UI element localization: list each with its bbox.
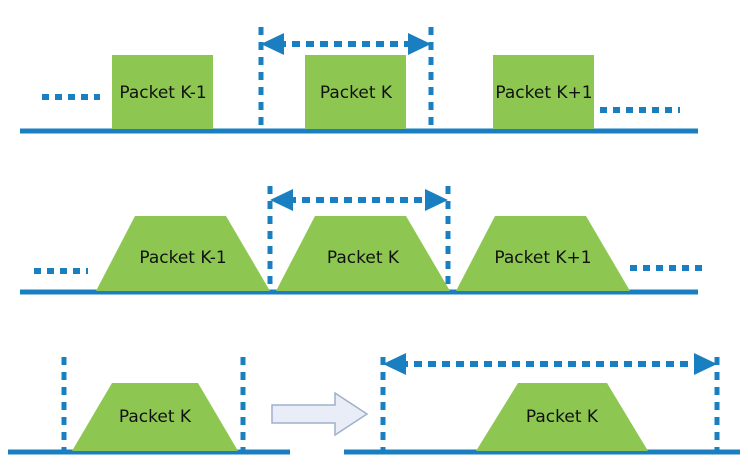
row1-packet-shape-1 (305, 55, 406, 129)
row1-measure-arrow-head-right (408, 33, 431, 55)
row1-packet-label-2: Packet K+1 (495, 83, 592, 103)
row1-packet-shape-0 (112, 55, 213, 129)
row2-measure-arrow (270, 189, 448, 211)
row3-right-measure-arrow (383, 353, 717, 375)
right-arrow-icon (271, 391, 369, 437)
row3-left-group: Packet K (8, 357, 290, 455)
row2-packet-label-2: Packet K+1 (494, 248, 591, 268)
row2-packet-shape-1 (276, 216, 450, 291)
row-comparison: Packet K Packet K (8, 353, 740, 455)
row2-packet-shape-2 (456, 216, 630, 291)
row3-right-packet-shape-0 (476, 383, 648, 451)
row3-left-packet-label-0: Packet K (119, 407, 192, 427)
row3-right-group: Packet K (344, 353, 740, 455)
row2-measure-arrow-head-right (425, 189, 448, 211)
row3-left-packet-shape-0 (72, 383, 238, 451)
row1-packet-label-0: Packet K-1 (119, 83, 206, 103)
row2-measure-arrow-head-left (270, 189, 293, 211)
row-rectangular: Packet K-1 Packet K Packet K+1 (20, 27, 698, 134)
right-arrow-icon-shape (271, 391, 369, 437)
row2-packet-label-1: Packet K (327, 248, 400, 268)
row3-right-packet-label-0: Packet K (526, 407, 599, 427)
row1-measure-arrow (261, 33, 431, 55)
row3-right-measure-arrow-head-right (694, 353, 717, 375)
row-trapezoidal: Packet K-1 Packet K Packet K+1 (20, 186, 706, 295)
row1-packet-label-1: Packet K (320, 83, 393, 103)
row3-right-measure-arrow-head-left (383, 353, 406, 375)
row2-packet-label-0: Packet K-1 (139, 248, 226, 268)
row1-packet-shape-2 (493, 55, 594, 129)
row2-packet-shape-0 (96, 216, 270, 291)
row1-measure-arrow-head-left (261, 33, 284, 55)
